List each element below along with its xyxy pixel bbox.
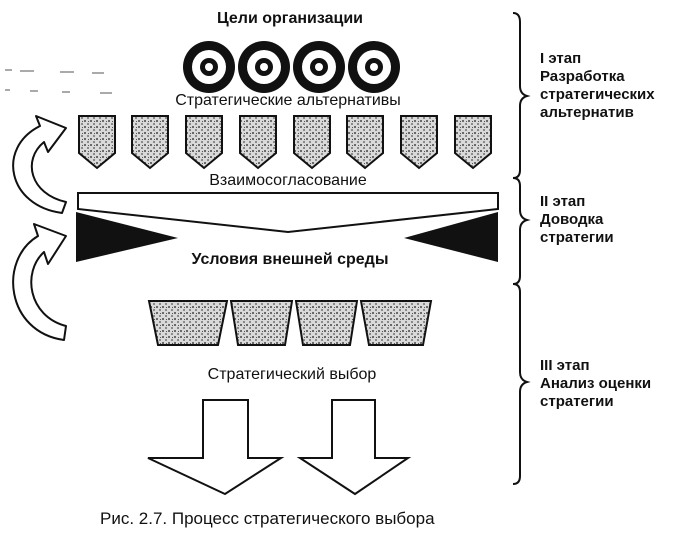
stage-brace-1 [512,12,531,179]
stage-2-line: стратегии [540,229,614,246]
stage-braces [512,12,531,485]
stage-2-line: Доводка [540,211,604,228]
coordination-label: Взаимосогласование [209,172,367,189]
curved-arrow-icon [12,115,67,214]
stage-2-name: II этап [540,193,586,210]
alternative-pentagon [346,115,384,170]
alternative-pentagon [239,115,277,170]
coordination-funnel [77,192,499,234]
scan-noise [5,69,112,94]
stage-1-line: стратегических [540,86,655,103]
alternative-pentagon [131,115,169,170]
alternative-shapes [78,115,492,170]
curved-arrow-icon [12,223,67,341]
choice-label: Стратегический выбор [207,366,377,383]
down-arrow-icon [147,399,285,496]
stage-3-name: III этап [540,357,590,374]
goal-ring-icon [183,41,235,93]
stage-1-line: Разработка [540,68,625,85]
alternative-pentagon [454,115,492,170]
choice-trapezoid [147,300,229,346]
alternative-pentagon [78,115,116,170]
environment-wedge-left [76,212,178,262]
choice-trapezoid [294,300,359,346]
figure-caption: Рис. 2.7. Процесс стратегического выбора [100,509,435,528]
choice-trapezoid [229,300,294,346]
stage-1-name: I этап [540,50,582,67]
goal-ring-icon [348,41,400,93]
choice-shapes [147,300,433,346]
stage-1-line: альтернатив [540,104,634,121]
goal-ring-icon [238,41,290,93]
goals-label: Цели организации [217,10,363,27]
stage-2: II этап Доводка стратегии [540,193,614,247]
environment-wedge-right [404,212,498,262]
alternative-pentagon [400,115,438,170]
stage-1: I этап Разработка стратегических альтерн… [540,50,655,122]
goal-ring-icon [293,41,345,93]
stage-3-line: Анализ оценки [540,375,652,392]
alternatives-label: Стратегические альтернативы [175,92,401,109]
alternative-pentagon [293,115,331,170]
stage-brace-3 [512,283,531,485]
down-arrow-icon [296,399,412,496]
goal-rings [183,41,400,93]
stage-3-line: стратегии [540,393,614,410]
stage-3: III этап Анализ оценки стратегии [540,357,651,411]
alternative-pentagon [185,115,223,170]
environment-label: Условия внешней среды [191,251,389,268]
stage-brace-2 [512,177,531,285]
choice-trapezoid [359,300,433,346]
